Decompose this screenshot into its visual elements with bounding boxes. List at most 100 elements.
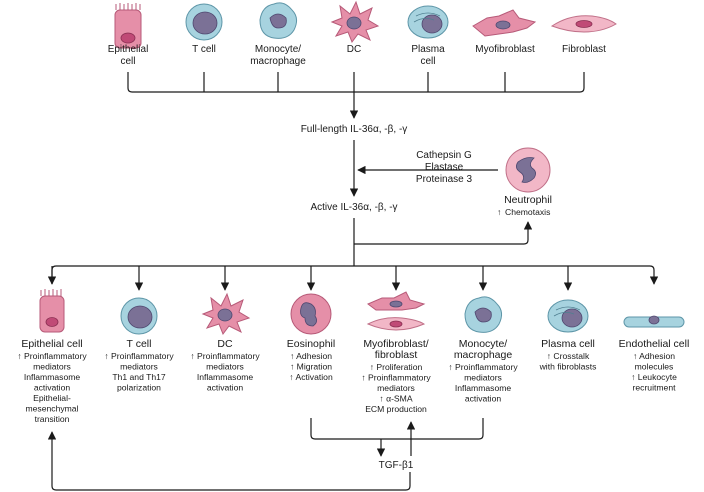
source-dc-icon: [330, 0, 380, 44]
target-title: DC: [217, 338, 233, 350]
target-effect-line: ↑ Proinflammatory: [361, 373, 431, 383]
target-effect-line: Inflammasome: [455, 383, 512, 393]
target-myofibroblast-icon: [366, 291, 426, 331]
target-title: Plasma cell: [541, 338, 595, 350]
svg-text:DC: DC: [347, 44, 361, 55]
target-title: Monocyte/: [459, 338, 508, 350]
full-length-il36: Full-length IL-36α, -β, -γ: [301, 124, 408, 135]
target-title: macrophage: [454, 349, 513, 361]
target-effect-line: ↑ Crosstalk: [547, 351, 590, 361]
neutrophil-icon: [505, 147, 551, 193]
target-effect-line: mesenchymal: [25, 404, 78, 414]
target-effect-line: ↑ Proinflammatory: [190, 351, 260, 361]
target-effect-line: Epithelial-: [33, 393, 71, 403]
target-effect-line: ↑ Proliferation: [370, 362, 423, 372]
active-il36: Active IL-36α, -β, -γ: [310, 202, 397, 213]
source-label-dc: DC: [347, 44, 361, 55]
target-title: fibroblast: [375, 349, 418, 361]
target-effect-line: with fibroblasts: [539, 362, 597, 372]
source-label-plasma: Plasma cell: [411, 44, 445, 67]
target-block: Myofibroblast/fibroblast↑ Proliferation↑…: [361, 338, 431, 414]
target-effect-line: Inflammasome: [24, 372, 81, 382]
target-effect-line: ↑ Proinflammatory: [17, 351, 87, 361]
source-label-myofibroblast: Myofibroblast: [475, 44, 535, 55]
tgf-to-epithelial-arrow: [47, 431, 411, 491]
target-effect-line: polarization: [117, 383, 161, 393]
target-effect-line: activation: [207, 383, 244, 393]
target-effect-line: transition: [35, 414, 70, 424]
target-effect-line: ↑ Migration: [290, 362, 332, 372]
target-plasma-icon: [547, 299, 589, 333]
target-block: Eosinophil↑ Adhesion↑ Migration↑ Activat…: [287, 338, 335, 382]
target-arrows: [47, 266, 573, 291]
svg-text:Epithelial: Epithelial: [108, 44, 149, 55]
source-myofibroblast-icon: [472, 9, 537, 37]
protease-list: Cathepsin G Elastase Proteinase 3: [416, 150, 473, 185]
target-effect-line: Th1 and Th17: [112, 372, 166, 382]
target-effect-line: activation: [34, 383, 71, 393]
source-label-monocyte: Monocyte/ macrophage: [250, 44, 306, 67]
tgf-beta1: TGF-β1: [379, 460, 414, 471]
target-effects: Epithelial cell↑ Proinflammatorymediator…: [17, 338, 689, 424]
target-effect-line: mediators: [33, 362, 71, 372]
svg-text:Monocyte/: Monocyte/: [255, 44, 301, 55]
svg-text:T cell: T cell: [192, 44, 216, 55]
target-effect-line: activation: [465, 394, 502, 404]
neutrophil-effect: ↑ Chemotaxis: [497, 207, 550, 217]
svg-text:cell: cell: [120, 56, 135, 67]
source-monocyte-icon: [259, 2, 298, 39]
target-eosinophil-icon: [290, 293, 332, 335]
active-to-neutrophil-arrow: [353, 218, 528, 245]
target-epithelial-icon: [39, 289, 65, 333]
target-effect-line: Inflammasome: [197, 372, 254, 382]
target-effect-line: mediators: [464, 373, 502, 383]
svg-text:Myofibroblast: Myofibroblast: [475, 44, 535, 55]
target-effect-line: molecules: [635, 362, 674, 372]
svg-text:Proteinase 3: Proteinase 3: [416, 174, 473, 185]
target-dc-icon: [201, 292, 251, 336]
svg-text:Cathepsin G: Cathepsin G: [416, 150, 472, 161]
source-t-cell-icon: [185, 3, 223, 41]
source-epithelial-icon: [114, 3, 142, 49]
target-effect-line: ↑ Proinflammatory: [448, 362, 518, 372]
target-title: Myofibroblast/: [363, 338, 428, 350]
svg-text:macrophage: macrophage: [250, 56, 306, 67]
svg-text:↑: ↑: [497, 207, 501, 217]
source-label-epithelial: Epithelial cell: [108, 44, 149, 67]
tgf-bracket: [310, 418, 484, 440]
source-plasma-icon: [407, 5, 449, 39]
target-effect-line: recruitment: [633, 383, 677, 393]
svg-text:Elastase: Elastase: [425, 162, 464, 173]
target-distribution-bar: [51, 265, 659, 285]
target-effect-line: ECM production: [365, 404, 427, 414]
source-fibroblast-icon: [550, 15, 617, 33]
source-label-t-cell: T cell: [192, 44, 216, 55]
target-effect-line: ↑ Adhesion: [290, 351, 332, 361]
source-bracket: [127, 72, 585, 119]
neutrophil-title: Neutrophil: [504, 194, 552, 206]
target-effect-line: ↑ Leukocyte: [631, 372, 677, 382]
target-title: Eosinophil: [287, 338, 335, 350]
target-t-cell-icon: [120, 297, 158, 335]
target-effect-line: mediators: [120, 362, 158, 372]
target-title: T cell: [127, 338, 152, 350]
target-effect-line: ↑ Adhesion: [633, 351, 675, 361]
target-monocyte-icon: [464, 296, 503, 333]
target-endothelial-icon: [623, 315, 685, 328]
target-effect-line: ↑ α-SMA: [379, 394, 412, 404]
target-effect-line: ↑ Activation: [289, 372, 333, 382]
target-title: Endothelial cell: [619, 338, 690, 350]
target-effect-line: mediators: [206, 362, 244, 372]
source-label-fibroblast: Fibroblast: [562, 44, 606, 55]
target-effect-line: ↑ Proinflammatory: [104, 351, 174, 361]
svg-text:Chemotaxis: Chemotaxis: [505, 207, 550, 217]
svg-text:cell: cell: [420, 56, 435, 67]
target-title: Epithelial cell: [21, 338, 82, 350]
svg-text:Fibroblast: Fibroblast: [562, 44, 606, 55]
target-effect-line: mediators: [377, 383, 415, 393]
target-block: DC↑ ProinflammatorymediatorsInflammasome…: [190, 338, 260, 393]
